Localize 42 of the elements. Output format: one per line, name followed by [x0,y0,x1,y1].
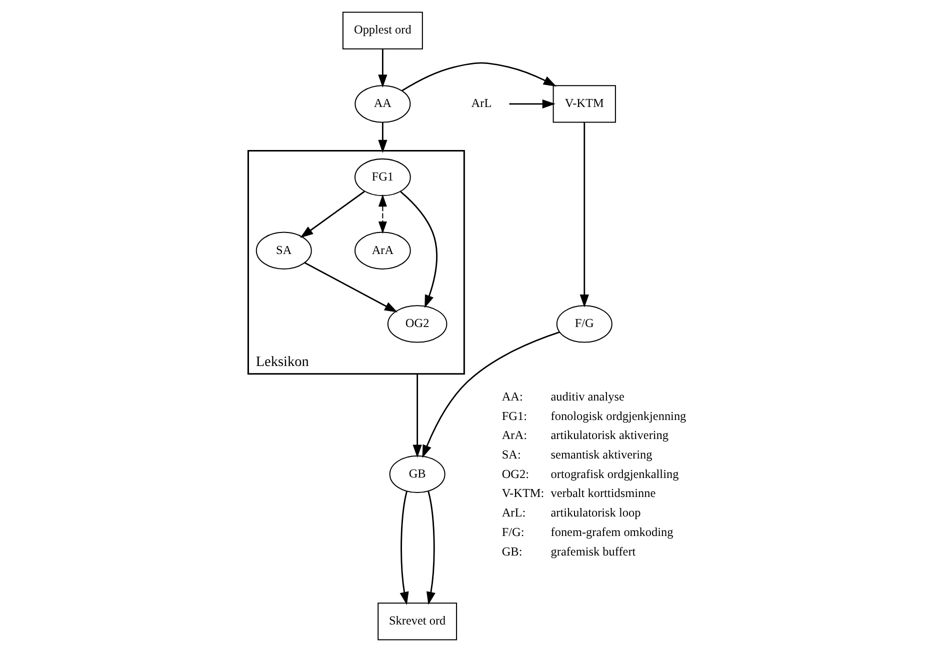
label: grafemisk buffert [550,544,636,558]
node-text: ArL [471,96,492,110]
label: ortografisk ordgjenkalling [550,466,679,481]
label: V-KTM: [502,486,544,500]
label: auditiv analyse [550,389,624,404]
arrow [400,191,438,308]
node-box: Skrevet ord [378,602,458,640]
label: fonem-grafem omkoding [550,524,674,539]
label: AA: [502,389,523,404]
label: artikulatorisk loop [550,506,641,520]
arrow [509,99,556,108]
arrow [402,62,557,92]
label: GB: [502,544,522,558]
node-ellipse: OG2 [387,305,448,343]
label: SA: [502,448,521,462]
node-ellipse: GB [389,455,446,494]
label: F/G: [502,524,524,539]
label: artikulatorisk aktivering [550,428,669,442]
label: ArA: [502,428,527,442]
arrow [426,490,436,605]
arrow [400,491,409,605]
node-ellipse: ArA [354,232,411,270]
label: semantisk aktivering [550,448,652,462]
node-box: Opplest ord [342,12,423,50]
arrow [378,194,387,234]
node-ellipse: AA [354,85,411,123]
label: OG2: [502,466,530,481]
node-ellipse: SA [256,232,312,270]
arrow [580,122,589,308]
arrow [300,190,365,238]
arrow [378,49,388,88]
arrow [422,332,560,458]
label: FG1: [502,408,527,423]
label: fonologisk ordgjenkjenning [550,408,686,423]
node-ellipse: F/G [556,305,612,343]
label: ArL: [502,506,526,520]
arrow [378,122,388,153]
arrow [412,374,422,458]
node-box: V-KTM [552,85,616,123]
node-ellipse: FG1 [354,158,411,196]
label: verbalt korttidsminne [550,486,656,500]
arrow [304,262,398,312]
